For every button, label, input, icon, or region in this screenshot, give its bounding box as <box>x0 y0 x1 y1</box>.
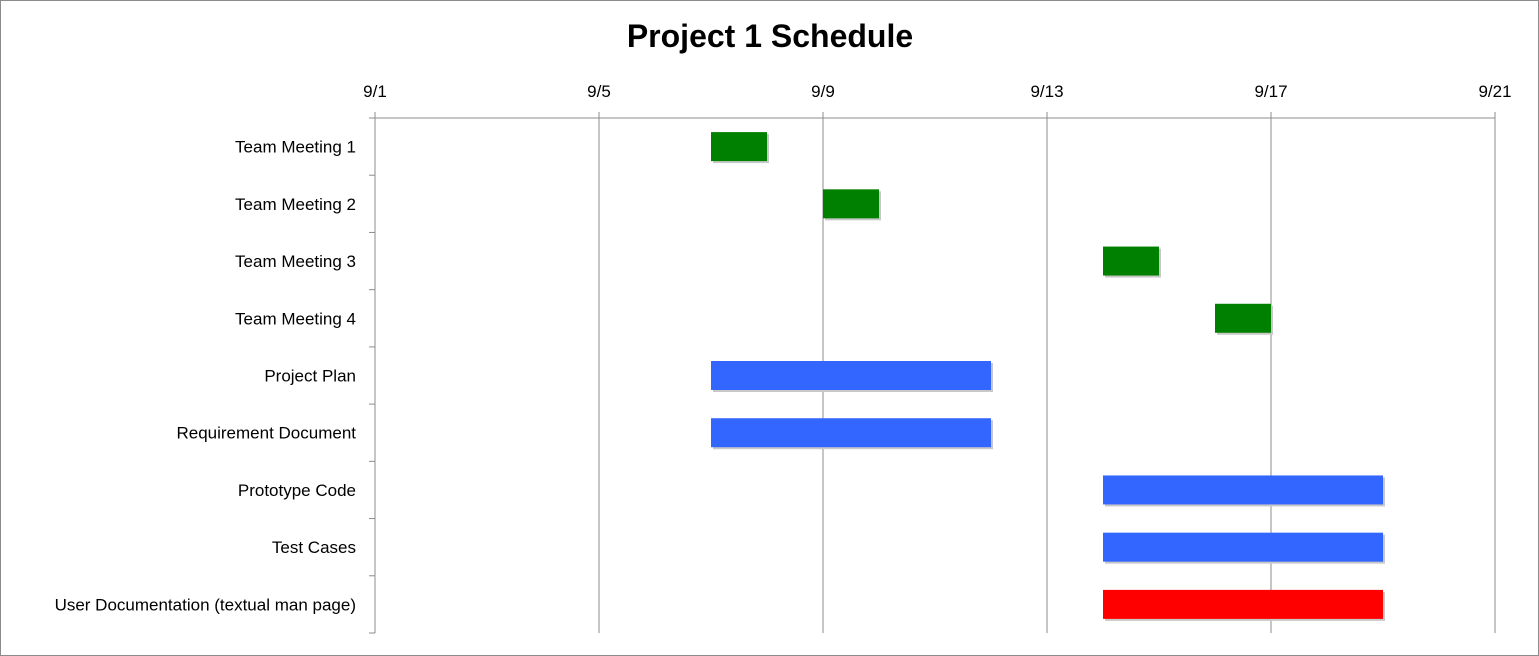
category-label: Test Cases <box>272 538 356 557</box>
category-label: Team Meeting 3 <box>235 252 356 271</box>
category-label: User Documentation (textual man page) <box>55 595 356 614</box>
task-bar <box>1103 246 1159 276</box>
task-bar <box>1215 303 1271 333</box>
x-tick-label: 9/5 <box>587 82 611 101</box>
task-bar <box>1103 532 1383 562</box>
category-label: Team Meeting 4 <box>235 309 356 328</box>
category-label: Prototype Code <box>238 481 356 500</box>
task-bar <box>1103 475 1383 505</box>
task-bar <box>1103 589 1383 619</box>
category-label: Team Meeting 2 <box>235 195 356 214</box>
x-tick-label: 9/17 <box>1254 82 1287 101</box>
task-bars <box>711 132 1385 621</box>
category-label: Team Meeting 1 <box>235 138 356 157</box>
chart-title: Project 1 Schedule <box>627 18 913 54</box>
task-bar <box>711 418 991 448</box>
task-bar <box>711 361 991 390</box>
category-label: Requirement Document <box>176 424 356 443</box>
category-labels: Team Meeting 1 Team Meeting 2 Team Meeting… <box>55 138 357 615</box>
category-label: Project Plan <box>264 367 356 386</box>
x-tick-label: 9/1 <box>363 82 387 101</box>
task-bar <box>823 189 879 219</box>
task-bar <box>711 132 767 162</box>
x-tick-label: 9/9 <box>811 82 835 101</box>
x-tick-label: 9/21 <box>1478 82 1511 101</box>
x-tick-label: 9/13 <box>1030 82 1063 101</box>
x-axis-ticks: 9/1 9/5 9/9 9/13 9/17 9/21 <box>363 82 1511 101</box>
